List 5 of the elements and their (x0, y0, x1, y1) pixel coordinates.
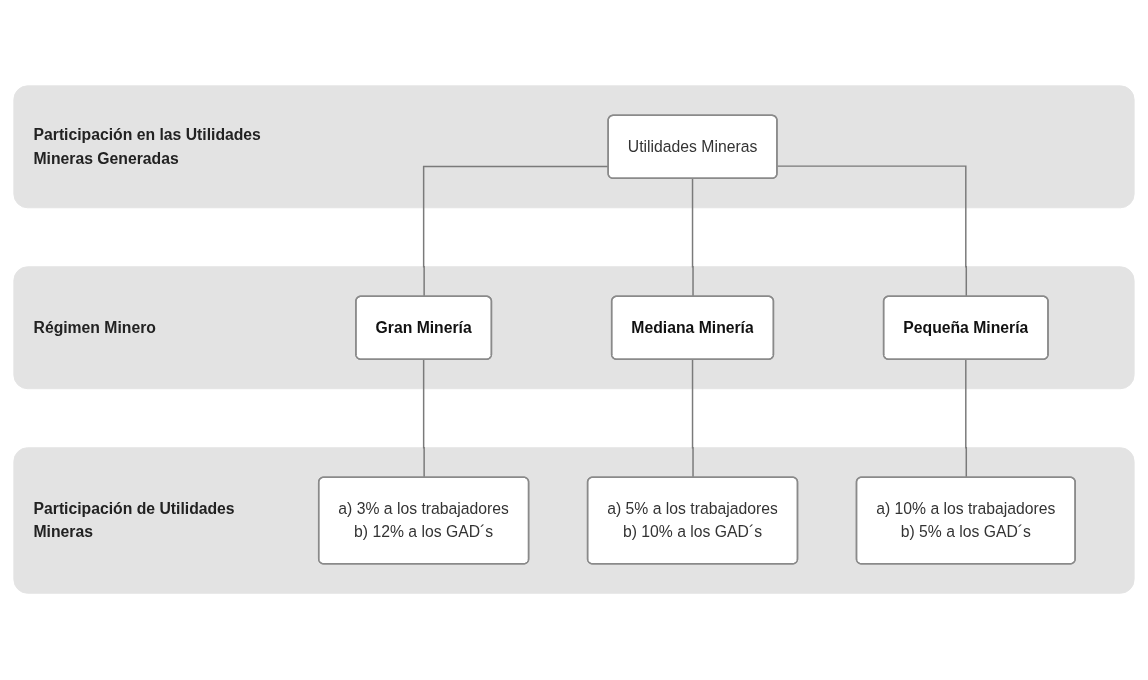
connector (776, 165, 968, 298)
connector (691, 359, 694, 479)
connector (965, 359, 968, 479)
connector (691, 178, 694, 298)
connector (422, 359, 425, 479)
